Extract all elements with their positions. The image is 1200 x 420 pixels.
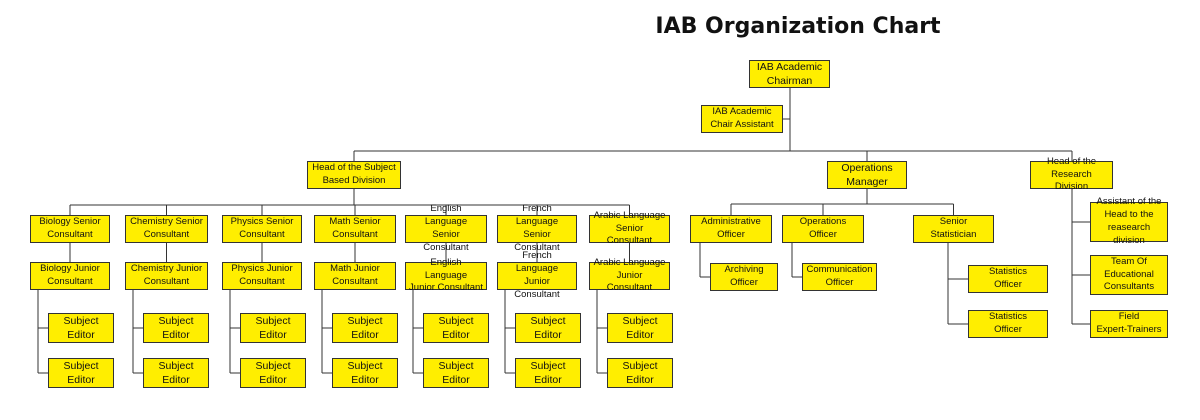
org-box-subject-editor: Subject Editor xyxy=(515,358,581,388)
org-box-biology-senior: Biology Senior Consultant xyxy=(30,215,110,243)
org-box-subject-editor: Subject Editor xyxy=(48,313,114,343)
org-box-label: Subject Editor xyxy=(530,359,566,386)
org-box-subject-editor: Subject Editor xyxy=(607,313,673,343)
org-box-label: Statistics Officer xyxy=(988,266,1027,290)
org-box-label: Math Junior Consultant xyxy=(330,263,380,287)
org-box-administrative-officer: Administrative Officer xyxy=(690,215,772,243)
org-box-subject-editor: Subject Editor xyxy=(143,313,209,343)
org-box-label: Subject Editor xyxy=(255,314,291,341)
org-box-biology-junior: Biology Junior Consultant xyxy=(30,262,110,290)
org-box-arabic-junior: Arabic Language Junior Consultant xyxy=(589,257,670,293)
org-box-label: English Language Junior Consultant xyxy=(409,256,483,294)
org-box-math-junior: Math Junior Consultant xyxy=(314,262,396,290)
org-box-label: Physics Senior Consultant xyxy=(230,216,294,240)
org-box-subject-editor: Subject Editor xyxy=(607,358,673,388)
org-box-arabic-senior: Arabic Language Senior Consultant xyxy=(589,210,670,246)
org-box-subject-editor: Subject Editor xyxy=(143,358,209,388)
org-box-statistics-officer: Statistics Officer xyxy=(968,265,1048,293)
org-box-communication-officer: Communication Officer xyxy=(802,263,877,291)
org-box-label: French Language Junior Consultant xyxy=(514,250,560,300)
org-box-label: Subject Editor xyxy=(158,314,194,341)
org-box-label: English Language Senior Consultant xyxy=(423,203,469,253)
org-box-field-trainers: Field Expert-Trainers xyxy=(1090,310,1168,338)
org-box-label: Subject Editor xyxy=(622,359,658,386)
org-box-subject-editor: Subject Editor xyxy=(515,313,581,343)
org-box-senior-statistician: Senior Statistician xyxy=(913,215,994,243)
org-box-label: Subject Editor xyxy=(158,359,194,386)
org-box-label: Biology Junior Consultant xyxy=(40,263,100,287)
org-box-label: Subject Editor xyxy=(255,359,291,386)
org-box-physics-senior: Physics Senior Consultant xyxy=(222,215,302,243)
org-box-label: Physics Junior Consultant xyxy=(231,263,293,287)
org-box-educational-consultants: Team Of Educational Consultants xyxy=(1090,255,1168,295)
org-box-label: Statistics Officer xyxy=(988,311,1027,335)
org-box-label: French Language Senior Consultant xyxy=(514,203,560,253)
org-box-label: Subject Editor xyxy=(347,359,383,386)
org-box-research-assistant: Assistant of the Head to the reasearch d… xyxy=(1090,196,1168,246)
org-box-label: IAB Academic Chairman xyxy=(756,60,823,87)
org-box-label: Subject Editor xyxy=(347,314,383,341)
org-box-label: Math Senior Consultant xyxy=(329,216,381,240)
org-box-label: IAB Academic Chair Assistant xyxy=(710,106,774,130)
org-box-subject-editor: Subject Editor xyxy=(423,313,489,343)
org-box-chairman: IAB Academic Chairman xyxy=(749,60,830,88)
org-box-subject-editor: Subject Editor xyxy=(332,313,398,343)
org-box-french-senior: French Language Senior Consultant xyxy=(497,203,577,253)
org-box-english-junior: English Language Junior Consultant xyxy=(405,257,487,293)
org-box-label: Subject Editor xyxy=(622,314,658,341)
org-box-chemistry-senior: Chemistry Senior Consultant xyxy=(125,215,208,243)
org-box-label: Operations Officer xyxy=(799,216,847,240)
org-box-label: Team Of Educational Consultants xyxy=(1103,255,1155,293)
org-box-label: Subject Editor xyxy=(530,314,566,341)
org-box-subject-editor: Subject Editor xyxy=(240,313,306,343)
org-box-archiving-officer: Archiving Officer xyxy=(710,263,778,291)
org-box-label: Chemistry Senior Consultant xyxy=(130,216,203,240)
org-box-subject-editor: Subject Editor xyxy=(240,358,306,388)
org-box-statistics-officer: Statistics Officer xyxy=(968,310,1048,338)
org-box-english-senior: English Language Senior Consultant xyxy=(405,203,487,253)
org-box-label: Senior Statistician xyxy=(930,216,977,240)
org-box-label: Subject Editor xyxy=(438,314,474,341)
org-box-label: Arabic Language Senior Consultant xyxy=(593,209,666,247)
org-box-operations-officer: Operations Officer xyxy=(782,215,864,243)
org-box-label: Assistant of the Head to the reasearch d… xyxy=(1096,196,1162,246)
org-box-label: Subject Editor xyxy=(63,359,99,386)
org-box-label: Field Expert-Trainers xyxy=(1096,311,1162,335)
org-box-math-senior: Math Senior Consultant xyxy=(314,215,396,243)
org-box-label: Head of the Subject Based Division xyxy=(312,162,396,186)
org-box-subject-editor: Subject Editor xyxy=(423,358,489,388)
org-box-label: Archiving Officer xyxy=(724,264,764,288)
org-box-label: Chemistry Junior Consultant xyxy=(130,263,203,287)
org-box-label: Subject Editor xyxy=(63,314,99,341)
org-box-label: Administrative Officer xyxy=(701,216,761,240)
org-box-physics-junior: Physics Junior Consultant xyxy=(222,262,302,290)
org-box-label: Operations Manager xyxy=(841,161,893,188)
org-box-chemistry-junior: Chemistry Junior Consultant xyxy=(125,262,208,290)
org-box-label: Head of the Research Division xyxy=(1046,155,1097,193)
org-box-label: Subject Editor xyxy=(438,359,474,386)
org-box-subject-editor: Subject Editor xyxy=(48,358,114,388)
org-box-head-subject: Head of the Subject Based Division xyxy=(307,161,401,189)
org-box-chair-assistant: IAB Academic Chair Assistant xyxy=(701,105,783,133)
org-box-operations-manager: Operations Manager xyxy=(827,161,907,189)
org-box-label: Communication Officer xyxy=(806,264,873,288)
chart-title: IAB Organization Chart xyxy=(655,14,941,39)
org-box-label: Biology Senior Consultant xyxy=(39,216,101,240)
org-box-label: Arabic Language Junior Consultant xyxy=(593,256,666,294)
org-box-french-junior: French Language Junior Consultant xyxy=(497,250,577,300)
org-box-subject-editor: Subject Editor xyxy=(332,358,398,388)
org-box-head-research: Head of the Research Division xyxy=(1030,156,1113,192)
